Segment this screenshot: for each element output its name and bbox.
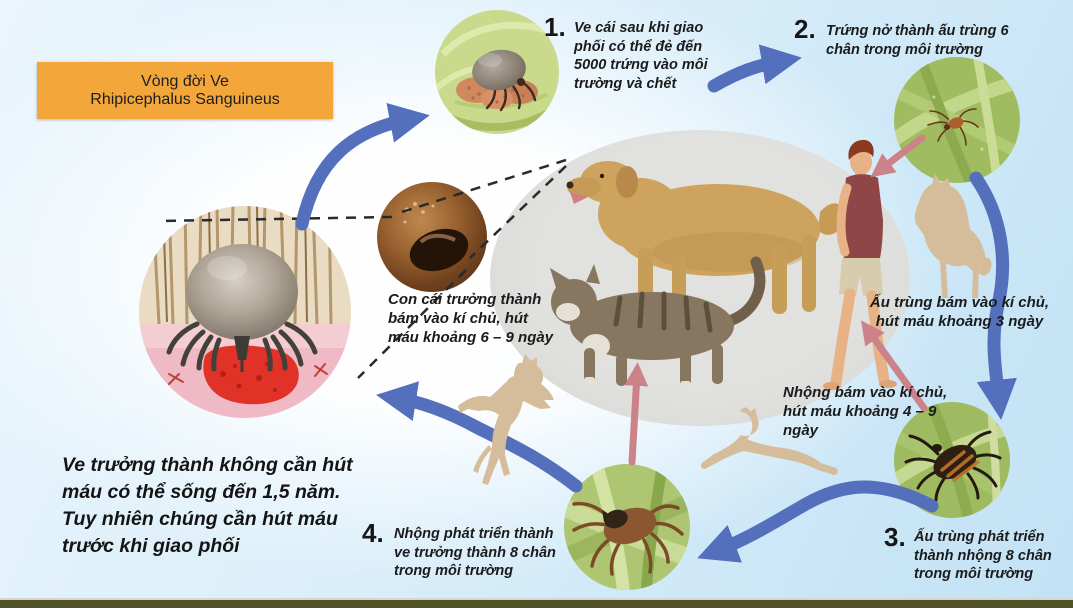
adult-female-on-host-text: Con cái trưởng thành bám vào kí chủ, hút…	[388, 291, 554, 347]
dog-ear-ticks-image	[377, 182, 487, 292]
egg-laying-tick-image	[435, 10, 559, 134]
nymph-on-host-text: Nhộng bám vào kí chủ, hút máu khoảng 4 –…	[783, 384, 948, 440]
hosts-figure	[550, 139, 897, 390]
step2-text: Trứng nở thành ấu trùng 6 chân trong môi…	[826, 23, 1009, 58]
title-line2: Rhipicephalus Sanguineus	[90, 90, 280, 108]
adult-longevity-note: Ve trưởng thành không cần hút máu có thể…	[62, 454, 353, 557]
hosts-ellipse	[490, 130, 910, 426]
title-box: Vòng đời Ve Rhipicephalus Sanguineus	[37, 62, 333, 119]
dog-figure	[566, 161, 845, 314]
step3-number: 3.	[884, 522, 906, 552]
adult-tick-image	[564, 464, 690, 590]
larva-on-host-text: Ấu trùng bám vào kí chủ, hút máu khoảng …	[869, 294, 1050, 331]
cat-figure	[550, 256, 766, 389]
larva-tick-image	[894, 57, 1020, 183]
feeding-tick-image	[139, 206, 351, 418]
step4-number: 4.	[362, 518, 384, 548]
step3-text: Ấu trùng phát triển thành nhộng 8 chân t…	[914, 529, 1052, 583]
step1-number: 1.	[544, 12, 566, 42]
title-line1: Vòng đời Ve	[141, 72, 229, 90]
step4-text: Nhộng phát triển thành ve trưởng thành 8…	[394, 526, 556, 580]
jumping-dog-silhouette	[458, 354, 554, 485]
bottom-edge-bar	[0, 598, 1073, 608]
man-figure	[823, 139, 897, 390]
step1-text: Ve cái sau khi giao phối có thể đẻ đến 5…	[574, 20, 708, 92]
standing-dog-silhouette	[914, 174, 992, 298]
lying-dog-silhouette	[701, 407, 838, 475]
step2-number: 2.	[794, 14, 816, 44]
